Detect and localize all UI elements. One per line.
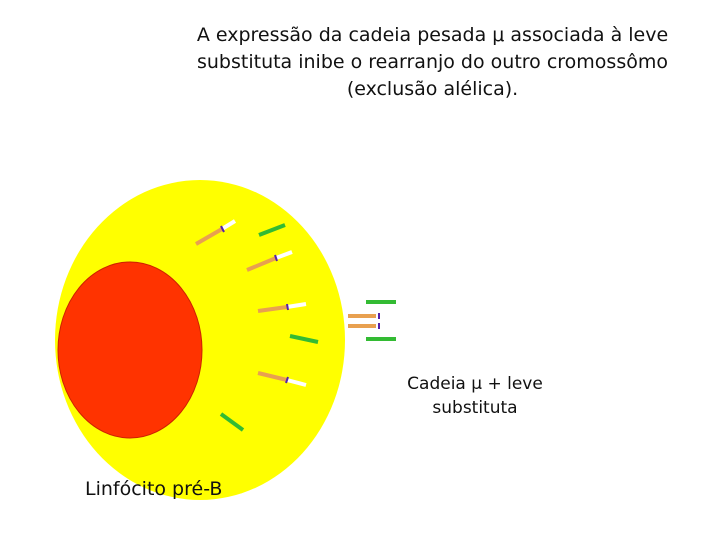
membrane-heavy-chain-2 [246,250,293,272]
membrane-light-chain-1 [258,223,286,237]
title-line-3: (exclusão alélica). [346,78,519,100]
membrane-light-chain-3 [219,412,245,432]
membrane-heavy-chain-1 [195,219,237,246]
title-line-2: substituta inibe o rearranjo do outro cr… [196,51,668,73]
receptor-label: Cadeia μ + leve substituta [380,372,570,420]
cell-nucleus [57,261,203,439]
cell-label: Linfócito pré-B [85,478,223,500]
membrane-heavy-chain-4 [257,371,307,387]
receptor-label-line-2: substituta [432,398,518,418]
membrane-heavy-chain-3 [257,302,307,313]
receptor-label-line-1: Cadeia μ + leve [407,374,543,394]
membrane-light-chain-2 [289,334,319,344]
receptor-complex [348,300,396,341]
title-line-1: A expressão da cadeia pesada μ associada… [196,24,669,46]
diagram-title: A expressão da cadeia pesada μ associada… [160,22,705,103]
